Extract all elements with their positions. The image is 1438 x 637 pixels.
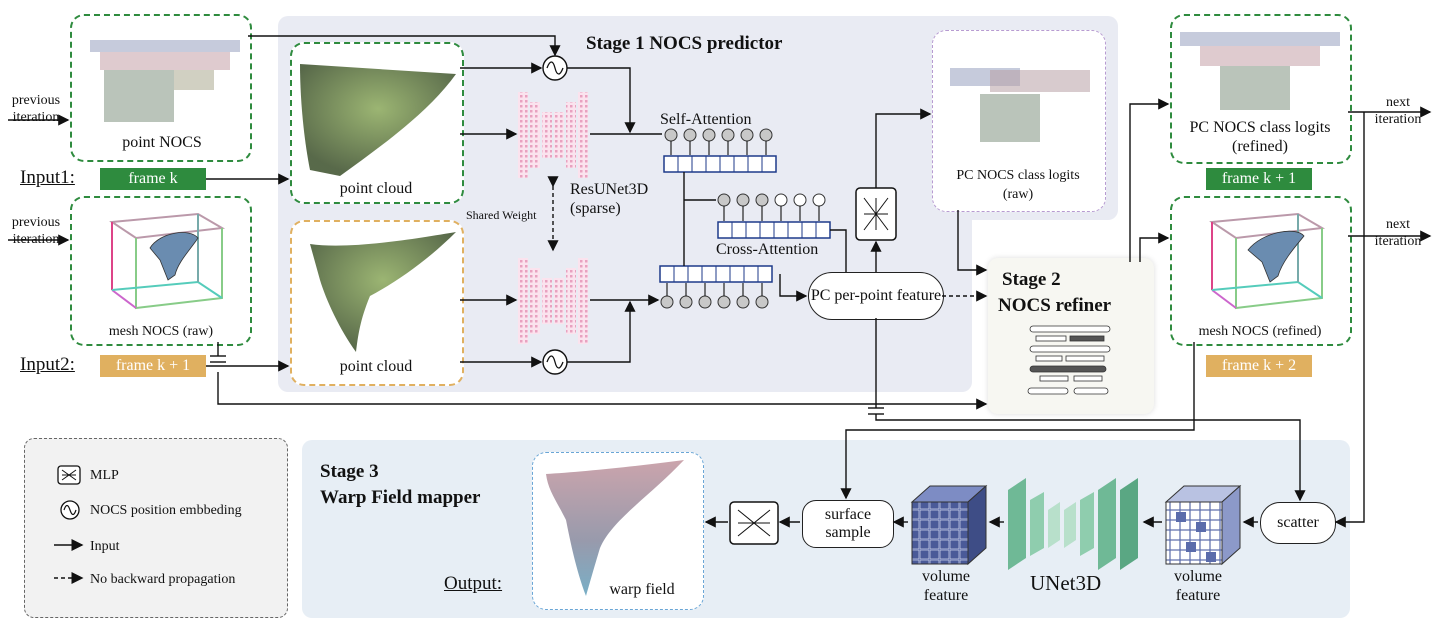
frame-k2-tag: frame k + 2 bbox=[1206, 355, 1312, 377]
mesh-nocs-refined-label: mesh NOCS (refined) bbox=[1198, 324, 1322, 339]
unet3d-label: UNet3D bbox=[1030, 571, 1102, 595]
volume-feature-1-cube bbox=[910, 484, 988, 566]
self-attention-label: Self-Attention bbox=[660, 111, 752, 128]
point-cloud-1-image bbox=[300, 64, 456, 176]
refiner-diagram bbox=[1027, 325, 1111, 395]
mesh-nocs-raw-label: mesh NOCS (raw) bbox=[108, 324, 214, 339]
self-attention-block bbox=[663, 128, 777, 173]
cross-attention-label: Cross-Attention bbox=[716, 241, 819, 258]
frame-k1-tag: frame k + 1 bbox=[100, 355, 206, 377]
point-cloud-2-label: point cloud bbox=[339, 358, 413, 375]
volume-feature-2-cube bbox=[1164, 484, 1242, 566]
legend-mlp: MLP bbox=[90, 468, 119, 483]
volume-feature-1-label: volume feature bbox=[922, 568, 970, 604]
mesh-nocs-refined-image bbox=[1209, 212, 1326, 310]
stage2-title-line2: NOCS refiner bbox=[998, 295, 1112, 316]
next-iteration-1: next iteration bbox=[1374, 95, 1422, 127]
warp-field-label: warp field bbox=[609, 581, 675, 598]
resunet-label: ResUNet3D (sparse) bbox=[570, 181, 649, 217]
pc-logits-refined-label: PC NOCS class logits (refined) bbox=[1189, 119, 1331, 155]
resunet-bottom bbox=[518, 258, 588, 344]
scatter-box: scatter bbox=[1260, 502, 1336, 544]
stage3-title-line1: Stage 3 bbox=[320, 461, 379, 482]
legend-embedding-icon bbox=[60, 500, 80, 520]
point-cloud-1-label: point cloud bbox=[339, 180, 413, 197]
point-nocs-image bbox=[90, 40, 240, 122]
shared-weight-label: Shared Weight bbox=[466, 208, 537, 222]
pc-logits-refined-image bbox=[1180, 32, 1340, 110]
legend-mlp-icon bbox=[57, 465, 81, 485]
point-nocs-label: point NOCS bbox=[122, 134, 202, 151]
point-cloud-2-image bbox=[310, 232, 456, 352]
mlp-icon-stage3 bbox=[729, 501, 779, 545]
frame-k-tag: frame k bbox=[100, 168, 206, 190]
pc-logits-raw-image bbox=[950, 68, 1090, 142]
warp-field-image bbox=[546, 460, 684, 596]
mlp-icon-stage1 bbox=[855, 187, 897, 241]
previous-iteration-1: previous iteration bbox=[11, 93, 61, 125]
legend-input: Input bbox=[90, 539, 120, 554]
stage3-title-line2: Warp Field mapper bbox=[320, 487, 481, 508]
unet3d-block bbox=[1008, 478, 1138, 570]
embedding-circle-top bbox=[542, 55, 568, 81]
resunet-top bbox=[518, 92, 588, 178]
legend-embedding: NOCS position embbeding bbox=[90, 503, 242, 518]
surface-sample-box: surface sample bbox=[802, 500, 894, 548]
legend-no-backward: No backward propagation bbox=[90, 572, 236, 587]
stage1-title: Stage 1 NOCS predictor bbox=[586, 33, 783, 54]
input2-label: Input2: bbox=[20, 354, 75, 375]
frame-k1-out-tag: frame k + 1 bbox=[1206, 168, 1312, 190]
next-iteration-2: next iteration bbox=[1374, 217, 1422, 249]
embedding-circle-bottom bbox=[542, 349, 568, 375]
input1-label: Input1: bbox=[20, 167, 75, 188]
mesh-nocs-raw-image bbox=[109, 212, 226, 310]
pc-logits-raw-label: PC NOCS class logits (raw) bbox=[956, 168, 1080, 202]
cross-attention-block bbox=[717, 193, 831, 239]
volume-feature-2-label: volume feature bbox=[1174, 568, 1222, 604]
output-label: Output: bbox=[444, 573, 503, 594]
connectors bbox=[8, 35, 1432, 528]
stage2-title-line1: Stage 2 bbox=[1002, 269, 1061, 290]
bottom-token-block bbox=[659, 265, 773, 309]
